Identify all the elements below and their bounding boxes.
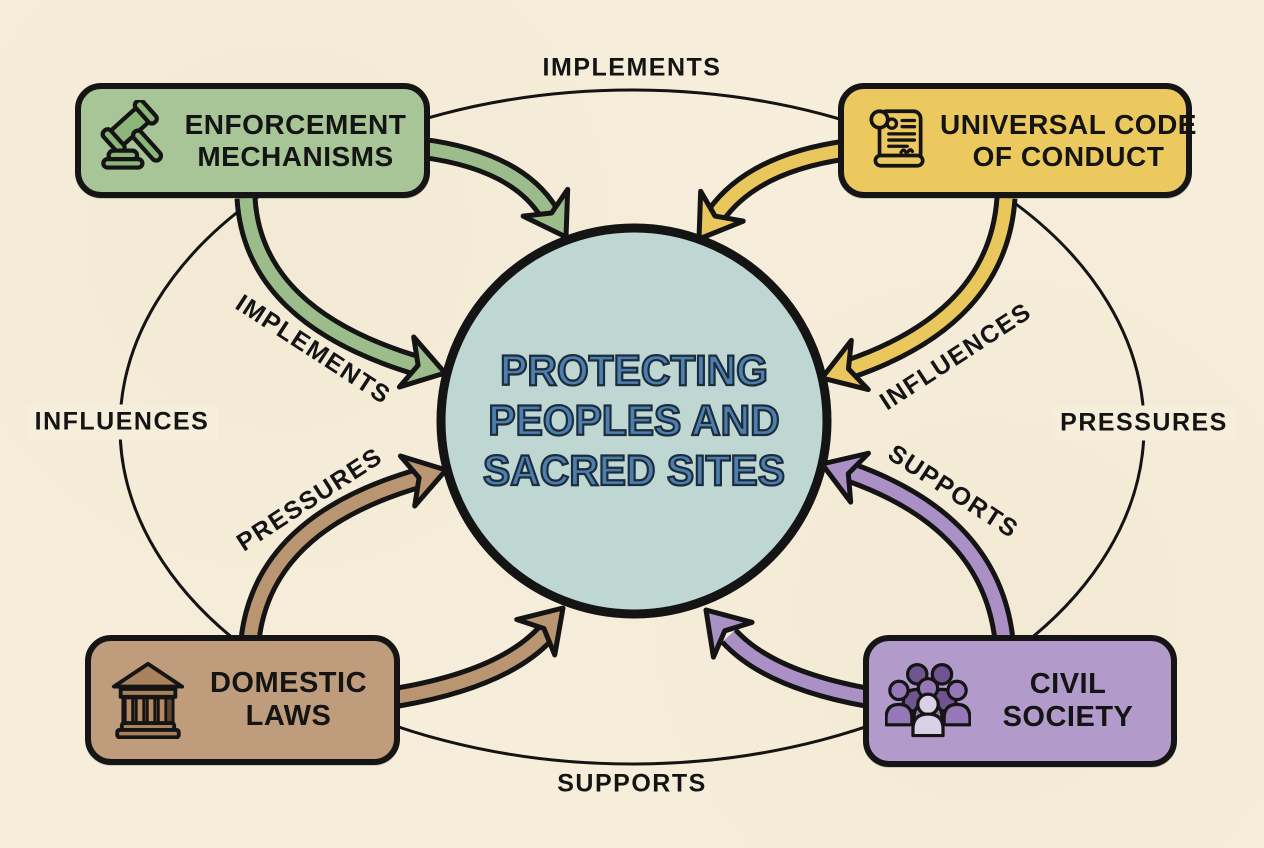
arrow-domestic-to-center bbox=[238, 445, 582, 709]
node-label: ENFORCEMENT MECHANISMS bbox=[184, 108, 407, 172]
node-universal-code-of-conduct: UNIVERSAL CODE OF CONDUCT bbox=[838, 83, 1196, 198]
node-domestic-laws: DOMESTIC LAWS bbox=[85, 635, 400, 765]
node-label: CIVIL SOCIETY bbox=[1002, 667, 1134, 733]
scroll-icon bbox=[860, 101, 934, 180]
node-label: DOMESTIC LAWS bbox=[209, 666, 368, 732]
arrow-civil-to-center bbox=[687, 440, 1016, 709]
outer-label-influences: INFLUENCES bbox=[26, 404, 218, 440]
center-title-line: SACRED SITES bbox=[482, 446, 786, 496]
courthouse-icon bbox=[107, 657, 189, 744]
center-circle-title: PROTECTING PEOPLES AND SACRED SITES bbox=[482, 346, 786, 497]
center-title-line: PEOPLES AND bbox=[487, 396, 780, 446]
center-title-line: PROTECTING bbox=[499, 346, 769, 396]
arrow-enforcement-to-center bbox=[234, 136, 588, 398]
outer-label-implements: IMPLEMENTS bbox=[542, 53, 722, 82]
outer-label-pressures: PRESSURES bbox=[1052, 405, 1236, 441]
node-label: UNIVERSAL CODE OF CONDUCT bbox=[940, 108, 1197, 172]
gavel-icon bbox=[97, 98, 173, 181]
center-circle bbox=[436, 223, 832, 619]
node-civil-society: CIVIL SOCIETY bbox=[863, 635, 1177, 767]
people-icon bbox=[884, 660, 972, 743]
node-enforcement-mechanisms: ENFORCEMENT MECHANISMS bbox=[75, 83, 430, 198]
arrow-conduct-to-center bbox=[678, 138, 1018, 403]
outer-label-supports: SUPPORTS bbox=[557, 769, 707, 798]
